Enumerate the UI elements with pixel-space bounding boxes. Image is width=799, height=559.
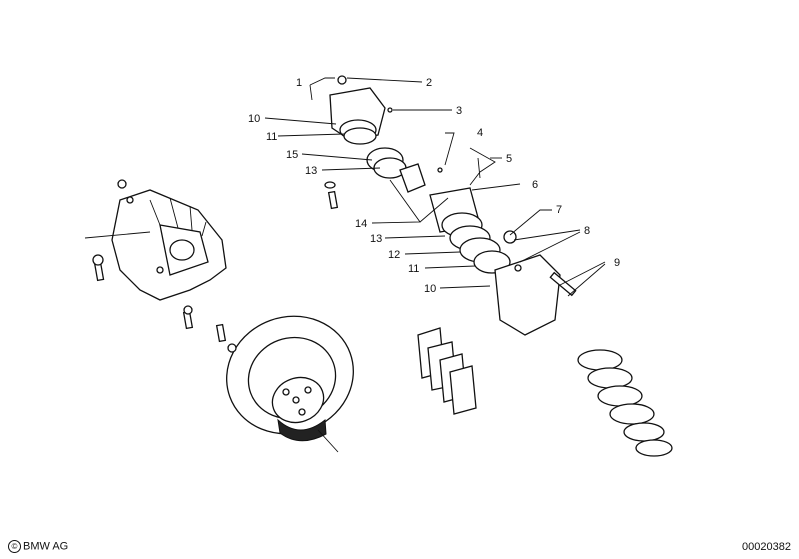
callout-11-lower: 11 bbox=[408, 263, 419, 275]
callout-15: 15 bbox=[286, 149, 298, 161]
callout-10-lower: 10 bbox=[424, 283, 436, 295]
brake-disc-illustration bbox=[226, 315, 354, 453]
bolt-illustrations bbox=[92, 181, 339, 353]
callout-2: 2 bbox=[426, 77, 432, 89]
piston-seal-stack-illustration bbox=[577, 349, 673, 457]
callout-14: 14 bbox=[355, 218, 367, 230]
callout-11-upper: 11 bbox=[266, 131, 277, 143]
copyright-text: BMW AG bbox=[23, 540, 69, 553]
spring-clip-illustration bbox=[437, 147, 496, 186]
callout-4: 4 bbox=[477, 127, 483, 139]
copyright-icon: © bbox=[8, 540, 21, 553]
callout-labels: 1 2 3 4 5 6 7 8 9 10 11 15 13 14 13 12 1… bbox=[248, 77, 620, 295]
lower-caliper-illustration bbox=[429, 187, 577, 336]
callout-8: 8 bbox=[584, 225, 590, 237]
callout-9: 9 bbox=[614, 257, 620, 269]
diagram-id: 00020382 bbox=[742, 541, 791, 553]
callout-6: 6 bbox=[532, 179, 538, 191]
callout-7: 7 bbox=[556, 204, 562, 216]
leader-lines bbox=[264, 77, 606, 297]
splash-shield-illustration bbox=[84, 179, 227, 301]
callout-3: 3 bbox=[456, 105, 462, 117]
upper-caliper-illustration bbox=[329, 75, 426, 193]
callout-10-upper: 10 bbox=[248, 113, 260, 125]
callout-13-lower: 13 bbox=[370, 233, 382, 245]
callout-1: 1 bbox=[296, 77, 302, 89]
copyright-notice: ©BMW AG bbox=[8, 540, 68, 553]
callout-12: 12 bbox=[388, 249, 400, 261]
brake-pads-illustration bbox=[417, 327, 477, 415]
callout-5: 5 bbox=[506, 153, 512, 165]
callout-13-upper: 13 bbox=[305, 165, 317, 177]
